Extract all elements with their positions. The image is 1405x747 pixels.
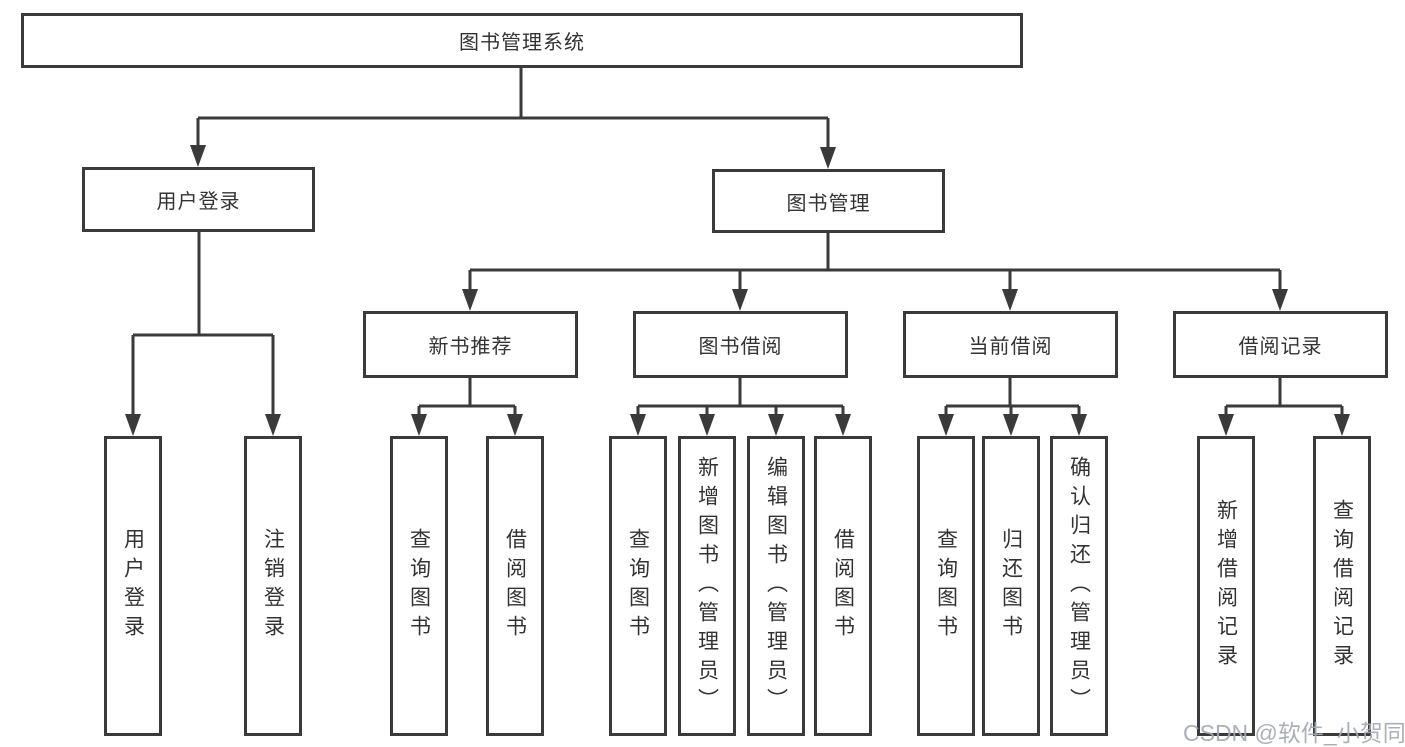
node-current-borrow-label: 当前借阅 bbox=[968, 336, 1053, 358]
node-root: 图书管理系统 bbox=[21, 13, 1023, 68]
leaf-nb-borrow-books: 借阅图书 bbox=[486, 436, 544, 736]
node-book-borrow: 图书借阅 bbox=[633, 311, 848, 378]
leaf-cb-return-books-label: 归还图书 bbox=[999, 528, 1023, 644]
leaf-bb-edit-books: 编辑图书（管理员） bbox=[747, 436, 805, 736]
node-user-login: 用户登录 bbox=[82, 167, 315, 232]
node-new-books: 新书推荐 bbox=[363, 311, 578, 378]
leaf-br-add-record-label: 新增借阅记录 bbox=[1214, 499, 1238, 673]
node-borrow-records-label: 借阅记录 bbox=[1238, 336, 1323, 358]
leaf-bb-query-books-label: 查询图书 bbox=[626, 528, 650, 644]
leaf-br-query-record-label: 查询借阅记录 bbox=[1330, 499, 1354, 673]
leaf-nb-query-books: 查询图书 bbox=[390, 436, 448, 736]
node-root-label: 图书管理系统 bbox=[459, 32, 585, 54]
leaf-bb-borrow-books-label: 借阅图书 bbox=[831, 528, 855, 644]
leaf-bb-borrow-books: 借阅图书 bbox=[814, 436, 872, 736]
leaf-cb-query-books: 查询图书 bbox=[917, 436, 975, 736]
leaf-cb-confirm-return-label: 确认归还（管理员） bbox=[1067, 455, 1091, 717]
node-book-management: 图书管理 bbox=[712, 169, 945, 233]
watermark: CSDN @软件_小贺同学 bbox=[1183, 720, 1405, 746]
node-book-borrow-label: 图书借阅 bbox=[698, 336, 783, 358]
node-borrow-records: 借阅记录 bbox=[1173, 311, 1388, 378]
leaf-cb-confirm-return: 确认归还（管理员） bbox=[1050, 436, 1108, 736]
node-new-books-label: 新书推荐 bbox=[428, 336, 513, 358]
leaf-cb-return-books: 归还图书 bbox=[982, 436, 1040, 736]
leaf-logout-label: 注销登录 bbox=[261, 528, 285, 644]
leaf-bb-add-books: 新增图书（管理员） bbox=[678, 436, 736, 736]
arrowheads bbox=[125, 145, 1350, 436]
node-user-login-label: 用户登录 bbox=[156, 191, 241, 213]
leaf-br-add-record: 新增借阅记录 bbox=[1197, 436, 1255, 736]
leaf-user-login-label: 用户登录 bbox=[121, 528, 145, 644]
node-current-borrow: 当前借阅 bbox=[903, 311, 1118, 378]
leaf-cb-query-books-label: 查询图书 bbox=[934, 528, 958, 644]
leaf-nb-borrow-books-label: 借阅图书 bbox=[503, 528, 527, 644]
leaf-bb-add-books-label: 新增图书（管理员） bbox=[695, 455, 719, 717]
node-book-management-label: 图书管理 bbox=[786, 192, 871, 215]
leaf-user-login: 用户登录 bbox=[104, 436, 162, 736]
leaf-bb-query-books: 查询图书 bbox=[609, 436, 667, 736]
leaf-br-query-record: 查询借阅记录 bbox=[1313, 436, 1371, 736]
leaf-bb-edit-books-label: 编辑图书（管理员） bbox=[764, 455, 788, 717]
leaf-logout: 注销登录 bbox=[244, 436, 302, 736]
leaf-nb-query-books-label: 查询图书 bbox=[407, 528, 431, 644]
